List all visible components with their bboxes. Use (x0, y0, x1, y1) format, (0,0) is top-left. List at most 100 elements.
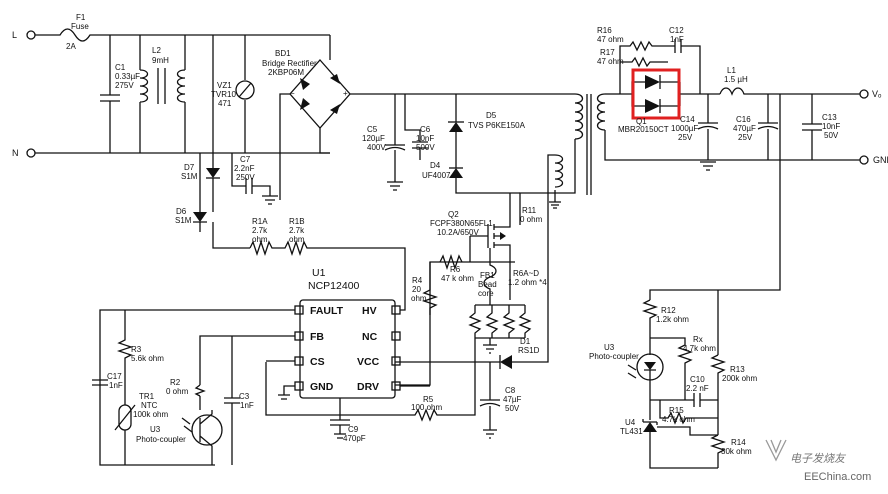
fault-wire (99, 309, 295, 466)
r6-resistor (439, 253, 463, 271)
bridge-ac-leads (319, 35, 331, 154)
u3b-name: Photo-coupler (589, 352, 639, 361)
q2-rating: 10.2A/650V (437, 228, 479, 237)
c7-ref: C7 (240, 155, 251, 164)
r1b-value: 2.7k (289, 226, 305, 235)
c14-capacitor (697, 94, 719, 171)
c12-ref: C12 (669, 26, 684, 35)
watermark: 电子发烧友 EEChina.com (765, 439, 871, 483)
r1a-r1b-resistors (249, 239, 406, 311)
r6-value: 47 k ohm (441, 274, 474, 283)
r12-ref: R12 (661, 306, 676, 315)
c13-value: 10nF (822, 122, 840, 131)
r11-ref: R11 (522, 206, 537, 215)
u4-part: TL431 (620, 427, 643, 436)
r12-resistor (641, 299, 659, 338)
c6-rating: 500V (416, 143, 435, 152)
f1-value: 2A (66, 42, 76, 51)
r13-value: 200k ohm (722, 374, 757, 383)
r6ad-ref: R6A~D (513, 269, 539, 278)
tr1-slash (114, 404, 136, 431)
terminal-vo-label: Vₒ (872, 89, 882, 99)
d6-ref: D6 (176, 207, 187, 216)
c17-ref: C17 (107, 372, 122, 381)
c8-ref: C8 (505, 386, 516, 395)
secondary-winding (596, 93, 606, 131)
vz1-part: TVR10 (211, 90, 236, 99)
r17-value: 47 ohm (597, 57, 624, 66)
c1-value: 0.33µF (115, 72, 140, 81)
fb1-bead (483, 248, 497, 305)
r13-resistor (709, 354, 727, 435)
c7-capacitor (231, 153, 271, 196)
terminal-gnd (859, 155, 869, 165)
rx-resistor (649, 337, 694, 380)
l2-core (157, 68, 166, 104)
c10-ref: C10 (690, 375, 705, 384)
r14-resistor (709, 434, 727, 468)
l1-inductor (719, 87, 860, 96)
l1-value: 1.5 µH (724, 75, 748, 84)
aux-ground (549, 190, 561, 209)
transformer-core (586, 94, 592, 195)
vz1-slash (238, 82, 252, 98)
u3-phototransistor (191, 414, 223, 446)
r16-value: 47 ohm (597, 35, 624, 44)
d1-diode (500, 355, 512, 369)
c16-capacitor (757, 94, 779, 160)
c8-value: 47µF (503, 395, 522, 404)
q1-highlight-box (631, 68, 681, 120)
bridge-rectifier: BD1 Bridge Rectifier 2KBP06M − + (262, 35, 575, 200)
c7-ground (262, 195, 278, 205)
pin-drv-pad (391, 381, 401, 391)
ac-input-section: L N F1 Fuse 2A C1 0.33µF 275V L2 9mH VZ1… (12, 13, 330, 249)
pin-fb: FB (310, 331, 324, 343)
pin-fb-pad (294, 331, 304, 341)
c7-rating: 250V (236, 173, 255, 182)
u1-body (299, 299, 396, 399)
q2-ref: Q2 (448, 210, 459, 219)
c5-capacitor (384, 94, 406, 191)
bridge-plus: + (343, 89, 348, 98)
pin-hv: HV (362, 305, 377, 317)
vz1-varistor (235, 80, 255, 100)
output-stage: R16 47 ohm R17 47 ohm C12 1nF Q1 MBR2015… (597, 26, 888, 171)
primary-switch: Q2 FCPF380N65FL1 10.2A/650V R11 0 ohm R6… (265, 193, 549, 439)
bd1-part: 2KBP06M (268, 68, 304, 77)
terminal-n (26, 148, 36, 158)
pin-nc-pad (391, 331, 401, 341)
d5-ref: D5 (486, 111, 497, 120)
u1-ground (278, 385, 295, 400)
d7-ref: D7 (184, 163, 195, 172)
transformer (519, 93, 860, 300)
fb1-ref: FB1 (480, 271, 495, 280)
clamp-wire (455, 94, 520, 194)
d6-part: S1M (175, 216, 192, 225)
r1a-value: 2.7k (252, 226, 268, 235)
terminal-l-label: L (12, 30, 17, 40)
d1-wire (510, 300, 549, 363)
u4-shunt (643, 422, 657, 432)
c16-ref: C16 (736, 115, 751, 124)
c6-capacitor (404, 94, 428, 160)
u3b-ref: U3 (604, 343, 615, 352)
primary-winding (574, 93, 584, 140)
r1a-unit: ohm (252, 235, 268, 244)
u3a-name: Photo-coupler (136, 435, 186, 444)
r14-ref: R14 (731, 438, 746, 447)
q1-diode-a (645, 75, 660, 89)
f1-name: Fuse (71, 22, 89, 31)
r3-value: 5.6k ohm (131, 354, 164, 363)
fuse-symbol (35, 28, 110, 42)
bridge-minus: − (290, 89, 295, 98)
c9-ref: C9 (348, 425, 359, 434)
c8-rating: 50V (505, 404, 520, 413)
r15-value: 4.7k ohm (662, 415, 695, 424)
d7-diode (206, 168, 220, 178)
r5-value: 100 ohm (411, 403, 442, 412)
c13-capacitor (802, 94, 822, 160)
pin-cs-pad (294, 356, 304, 366)
u4-ref: U4 (625, 418, 636, 427)
u4-legs (642, 419, 718, 469)
